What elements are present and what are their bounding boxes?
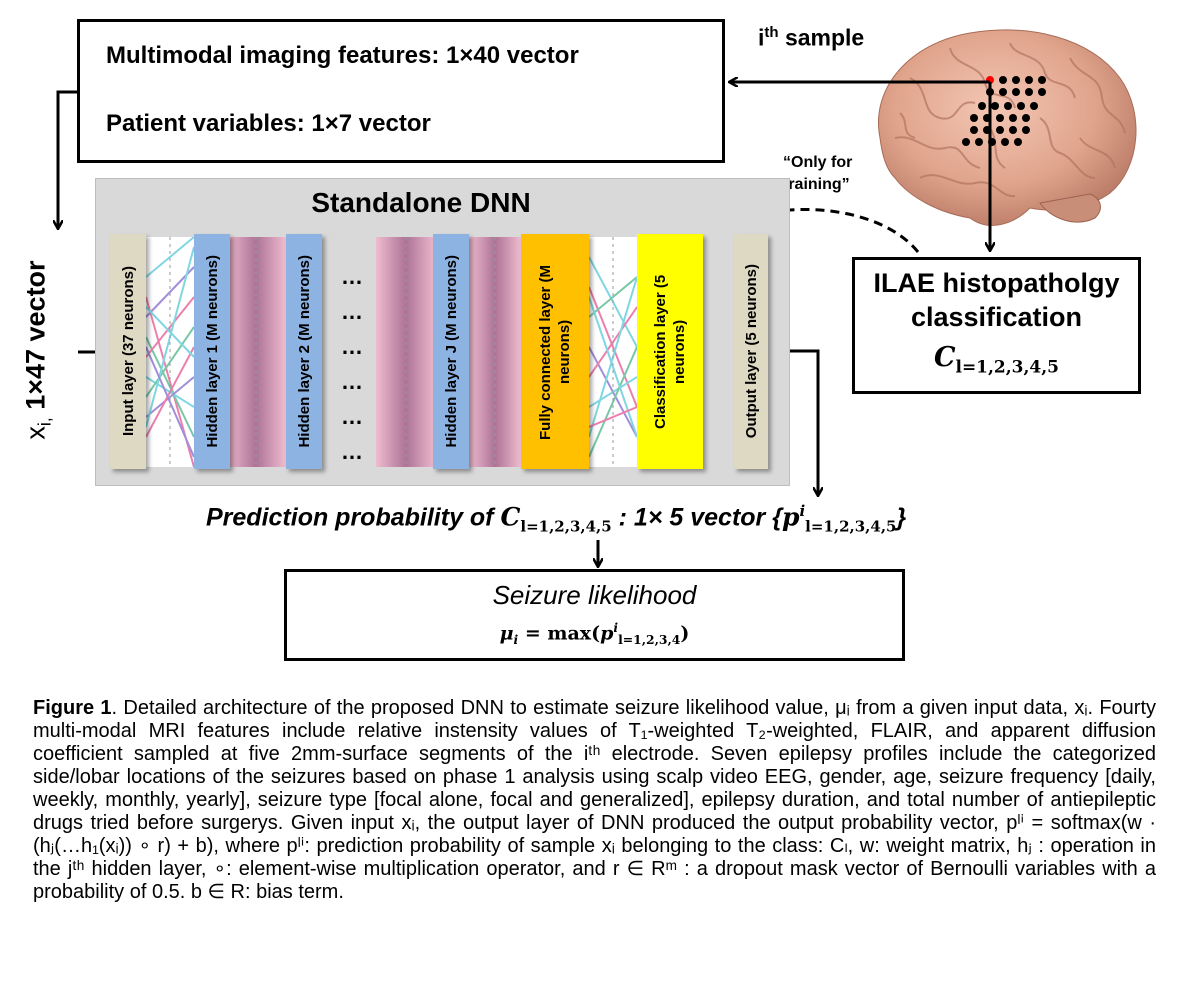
sample-label: ith sample	[758, 24, 865, 51]
caption-label: Figure 1	[33, 697, 112, 719]
figure-caption: Figure 1. Detailed architecture of the p…	[33, 697, 1156, 904]
seizure-formula: μi = max(pil=1,2,3,4)	[499, 620, 690, 648]
caption-text: . Detailed architecture of the proposed …	[33, 697, 1157, 903]
output-layer: Output layer (5 neurons)	[734, 234, 768, 469]
input-vector-label: xi, 1×47 vector	[20, 260, 55, 440]
standalone-dnn-panel: Standalone DNN	[95, 178, 790, 486]
electrode-grid	[962, 76, 1046, 146]
seizure-likelihood-box: Seizure likelihood μi = max(pil=1,2,3,4)	[284, 569, 905, 661]
seizure-title: Seizure likelihood	[492, 580, 697, 610]
connections-fc-classification	[589, 237, 637, 467]
training-note: “Only for training”	[783, 154, 853, 193]
ilae-title-line2: classification	[910, 302, 1083, 332]
connections-hidden1-hidden2	[226, 237, 286, 467]
ilae-title-line1: ILAE histopatholgy	[873, 268, 1120, 298]
ilae-formula: Cl=1,2,3,4,5	[933, 342, 1060, 378]
features-box: Multimodal imaging features: 1×40 vector…	[77, 19, 725, 163]
connections-hiddenj-fc	[469, 237, 521, 467]
classification-layer: Classification layer (5 neurons)	[637, 234, 703, 469]
patient-variables-label: Patient variables: 1×7 vector	[106, 110, 431, 137]
ilae-classification-box: ILAE histopatholgy classification Cl=1,2…	[852, 257, 1141, 394]
hidden-layer-1: Hidden layer 1 (M neurons)	[194, 234, 230, 469]
input-layer: Input layer (37 neurons)	[110, 234, 146, 469]
brain-illustration	[878, 29, 1137, 226]
fully-connected-layer: Fully connected layer (M neurons)	[521, 234, 589, 469]
hidden-layer-j: Hidden layer J (M neurons)	[433, 234, 469, 469]
imaging-features-label: Multimodal imaging features: 1×40 vector	[106, 42, 579, 69]
connections-hidden2-hiddenj-left	[376, 237, 436, 467]
prediction-probability-label: Prediction probability of Cl=1,2,3,4,5 :…	[206, 502, 907, 536]
ellipsis-column: … … … … … …	[341, 264, 364, 464]
hidden-layer-2: Hidden layer 2 (M neurons)	[286, 234, 322, 469]
dnn-title: Standalone DNN	[311, 187, 531, 218]
connections-input-hidden1	[146, 237, 194, 467]
